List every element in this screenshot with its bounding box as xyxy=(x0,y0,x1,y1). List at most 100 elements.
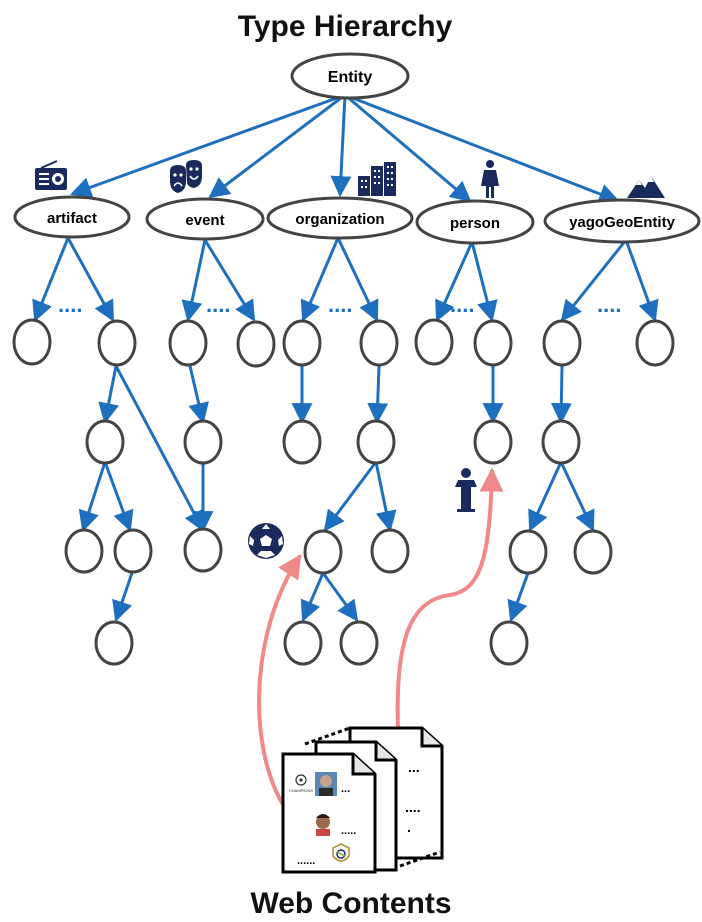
root-node: Entity xyxy=(290,52,410,100)
category-node-organization: organization xyxy=(266,196,414,240)
tree-node xyxy=(635,319,675,367)
link-arrow-organization xyxy=(257,553,302,814)
tree-node xyxy=(489,620,529,666)
link-arrows xyxy=(257,467,504,814)
tree-node xyxy=(339,620,379,666)
edge xyxy=(507,572,530,622)
buildings-icon xyxy=(358,162,396,196)
tree-node xyxy=(64,528,104,574)
category-node-event: event xyxy=(145,197,265,241)
edge xyxy=(300,237,340,322)
category-label: artifact xyxy=(47,210,97,227)
tree-node xyxy=(303,529,343,575)
edge-root-event xyxy=(208,93,346,199)
doc-stack-dots-bottom xyxy=(399,850,441,868)
theater-masks-icon xyxy=(170,160,202,193)
doc-front-text-3: ...... xyxy=(297,855,315,867)
ellipsis-person: .... xyxy=(450,292,474,317)
ellipsis-organization: .... xyxy=(328,292,352,317)
edge xyxy=(435,241,474,322)
edge xyxy=(300,572,325,622)
tree-node xyxy=(183,527,223,573)
doc-front-text-2: ..... xyxy=(341,825,356,837)
tree-node xyxy=(168,319,208,367)
edge-root-person xyxy=(344,93,472,203)
tree-edges xyxy=(32,237,659,622)
doc-back-text-3: . xyxy=(407,819,411,835)
web-documents: ... .... . CHAMPIONS xyxy=(281,726,444,874)
edge-root-organization xyxy=(330,94,352,198)
tree-node xyxy=(573,529,613,575)
category-label: event xyxy=(185,212,224,229)
doc-back-text-2: .... xyxy=(405,799,421,815)
category-label: organization xyxy=(295,211,384,228)
speaker-podium-icon xyxy=(455,468,477,512)
edge xyxy=(32,237,70,322)
real-madrid-crest xyxy=(332,843,350,862)
category-label: person xyxy=(450,215,500,232)
ellipses: .... .... .... .... .... xyxy=(58,292,621,317)
ellipsis-yago: .... xyxy=(597,292,621,317)
category-label: yagoGeoEntity xyxy=(569,214,676,231)
root-edges xyxy=(70,93,620,204)
category-node-person: person xyxy=(415,199,535,245)
tree-node xyxy=(473,419,513,465)
edge xyxy=(559,461,595,532)
edge xyxy=(112,569,135,622)
tree-node xyxy=(97,319,137,367)
tree-node xyxy=(282,319,322,367)
face-photo-1 xyxy=(315,772,337,796)
doc-back-text-1: ... xyxy=(408,759,420,775)
edge-root-yago xyxy=(344,93,620,204)
category-node-yagogeoentity: yagoGeoEntity xyxy=(543,198,701,244)
doc-front-text-1: ... xyxy=(341,783,350,795)
soccer-ball-icon xyxy=(248,523,284,559)
ellipsis-artifact: .... xyxy=(58,292,82,317)
web-contents-label: Web Contents xyxy=(250,887,451,920)
tree-node xyxy=(283,620,323,666)
edge xyxy=(66,237,115,322)
tree-node xyxy=(508,529,548,575)
edge xyxy=(367,365,389,425)
edge xyxy=(188,365,209,425)
person-icon xyxy=(481,160,499,198)
document-front: CHAMPIONS ... ..... ...... xyxy=(281,752,377,874)
category-node-artifact: artifact xyxy=(13,195,131,239)
edge xyxy=(321,572,359,622)
ellipsis-event: .... xyxy=(206,292,230,317)
edge xyxy=(78,461,107,532)
edge xyxy=(336,237,379,322)
edge xyxy=(323,461,378,532)
tree-node xyxy=(282,419,322,465)
tree-node xyxy=(414,318,454,366)
edge xyxy=(550,365,572,425)
tree-node xyxy=(370,528,410,574)
tree-node xyxy=(94,620,134,666)
edge xyxy=(470,241,498,323)
edge xyxy=(98,365,119,425)
champions-logo-text: CHAMPIONS xyxy=(289,788,314,793)
doc-stack-dots-top xyxy=(304,726,351,746)
edge xyxy=(528,461,563,532)
tree-node xyxy=(113,528,153,574)
tree-node xyxy=(236,320,276,368)
tree-nodes xyxy=(12,318,675,666)
champions-league-logo: CHAMPIONS xyxy=(289,774,314,793)
tree-node xyxy=(12,318,52,366)
edge-root-artifact xyxy=(70,93,346,198)
edge xyxy=(181,239,207,323)
root-label: Entity xyxy=(328,69,373,86)
tree-node xyxy=(473,319,513,367)
diagram-title: Type Hierarchy xyxy=(238,10,453,43)
edge xyxy=(103,461,134,532)
edge xyxy=(374,461,397,533)
tree-node xyxy=(541,419,581,465)
edge xyxy=(624,239,659,322)
tree-node xyxy=(183,419,223,465)
mountains-icon xyxy=(627,176,665,198)
edge xyxy=(203,239,256,322)
link-arrow-person xyxy=(395,467,504,731)
tree-node xyxy=(85,419,125,465)
tree-node xyxy=(356,419,396,465)
